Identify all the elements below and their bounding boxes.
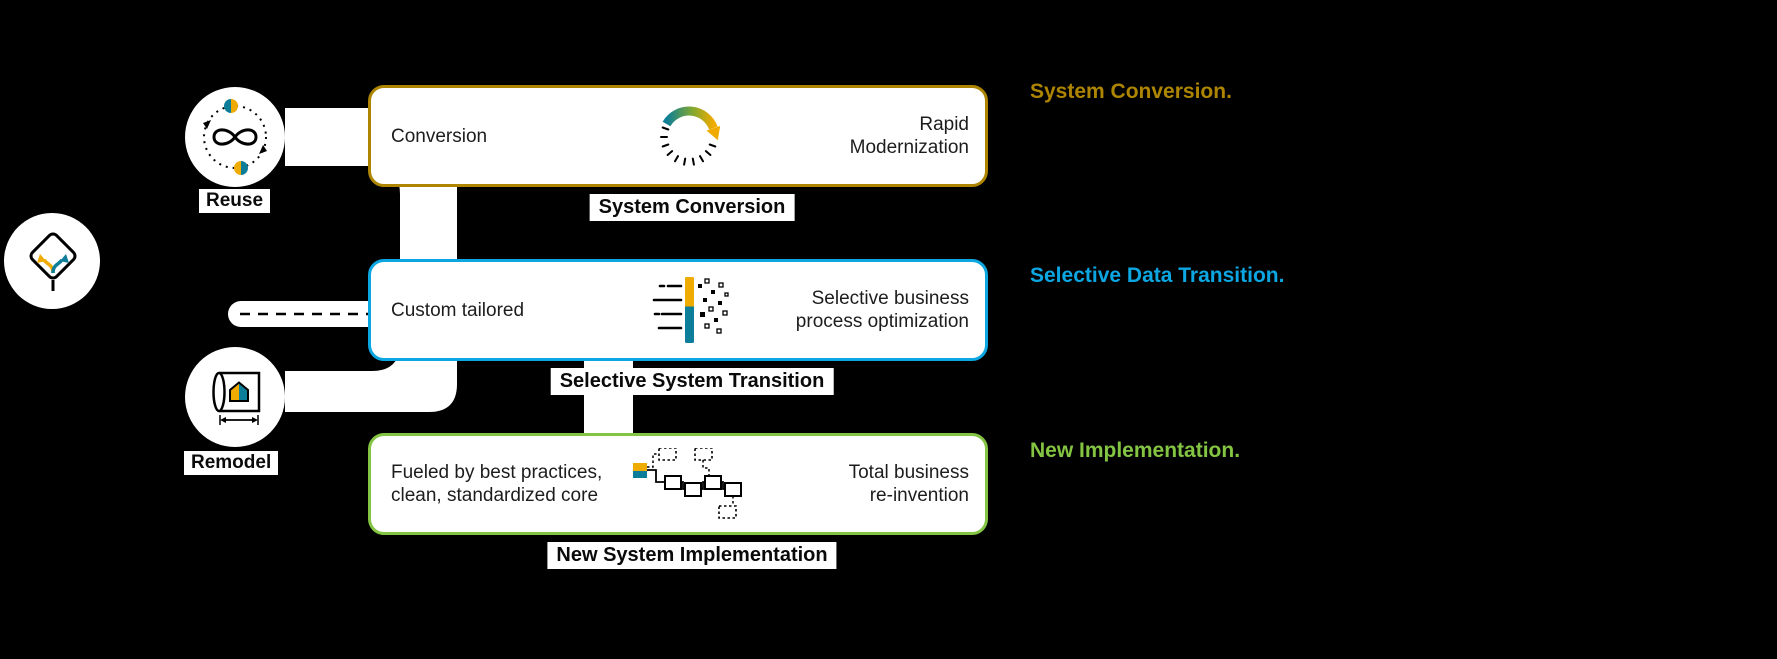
reuse-circle [185,87,285,187]
box-left-line: Fueled by best practices, [391,462,603,483]
box-left-line: clean, standardized core [391,485,599,506]
selective-data-transition-heading: Selective Data Transition. [1030,264,1285,287]
system-conversion-heading: System Conversion. [1030,80,1232,103]
new-system-implementation-box: Fueled by best practices, clean, standar… [368,433,988,535]
process-chain-icon [623,448,755,520]
infinity-loop-icon [203,99,267,175]
new-system-implementation-caption: New System Implementation [547,542,837,569]
box-right-text: Selective business process optimization [755,287,969,333]
box-right-line: Selective business [811,288,969,309]
reuse-label: Reuse [199,189,271,213]
box-right-line: process optimization [795,311,969,332]
conversion-cycle-arrow-icon [623,99,755,173]
new-implementation-heading: New Implementation. [1030,439,1241,462]
box-left-text: Fueled by best practices, clean, standar… [391,461,623,507]
box-left-text: Custom tailored [391,299,623,322]
blueprint-house-icon [212,371,261,425]
system-conversion-box: Conversion Rapid Modernization [368,85,988,187]
system-conversion-caption: System Conversion [589,194,795,221]
box-right-text: Total business re-invention [755,461,969,507]
remodel-circle [185,347,285,447]
selective-system-transition-caption: Selective System Transition [550,368,834,395]
box-right-line: Total business [848,462,969,483]
remodel-label: Remodel [184,451,279,475]
selective-system-transition-box: Custom tailored [368,259,988,361]
box-left-text: Conversion [391,125,623,148]
box-right-line: Rapid [919,114,969,135]
box-right-line: Modernization [849,137,969,158]
selective-data-transition-icon [623,274,755,346]
box-left-line: Conversion [391,125,488,147]
box-right-line: re-invention [869,485,969,506]
box-left-line: Custom tailored [391,299,525,321]
branching-roads-sign-icon [29,232,77,291]
box-right-text: Rapid Modernization [755,113,969,159]
signpost-circle [4,213,100,309]
middle-bottom-connector [584,352,633,440]
